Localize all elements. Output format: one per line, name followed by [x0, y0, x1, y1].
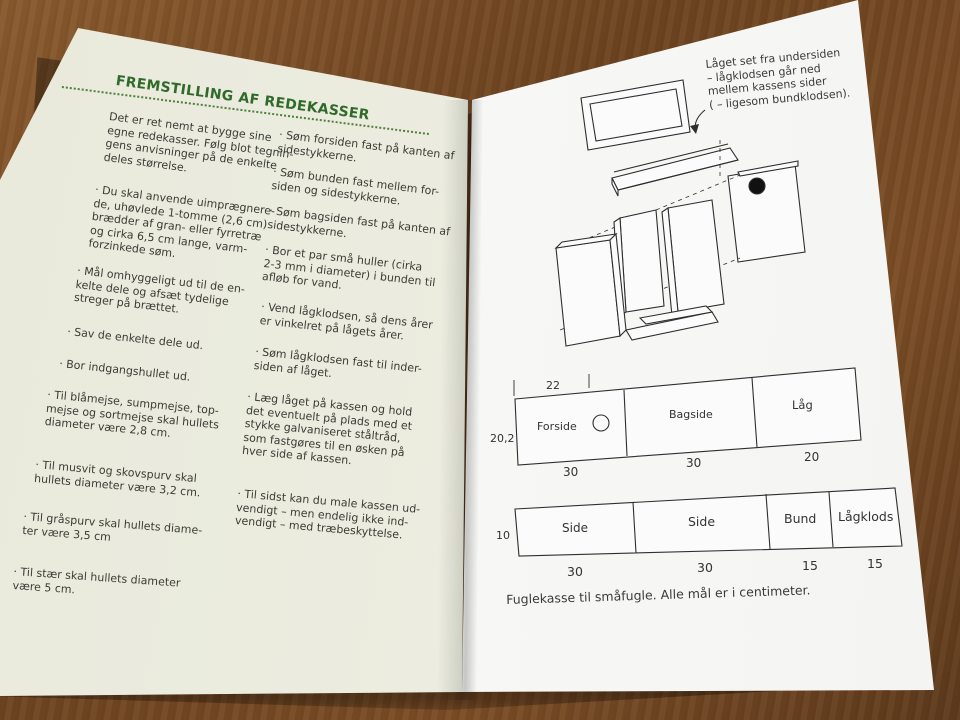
board-one-cutting-plan: [513, 367, 862, 466]
board1-top-dimension: 22: [546, 379, 560, 392]
exploded-box-drawing: [554, 140, 806, 347]
dim-lag: 20: [804, 450, 819, 464]
dim-bund: 15: [802, 558, 818, 573]
board1-height-dimension: 20,2: [490, 432, 515, 445]
board-two-cutting-plan: [514, 487, 903, 557]
lid-underside-drawing: [580, 79, 691, 151]
part-label-side-1: Side: [562, 521, 588, 535]
part-label-side-2: Side: [688, 514, 715, 529]
dim-bagside: 30: [686, 456, 701, 470]
dim-side-2: 30: [697, 560, 713, 575]
part-label-bagside: Bagside: [669, 408, 713, 421]
part-label-lagklods: Lågklods: [838, 509, 893, 524]
part-label-lag: Låg: [792, 398, 813, 412]
dim-lagklods: 15: [867, 556, 883, 571]
dim-forside: 30: [563, 465, 578, 479]
board2-height-dimension: 10: [496, 529, 510, 542]
part-label-forside: Forside: [537, 420, 577, 433]
dim-side-1: 30: [567, 564, 583, 579]
part-label-bund: Bund: [784, 511, 816, 526]
